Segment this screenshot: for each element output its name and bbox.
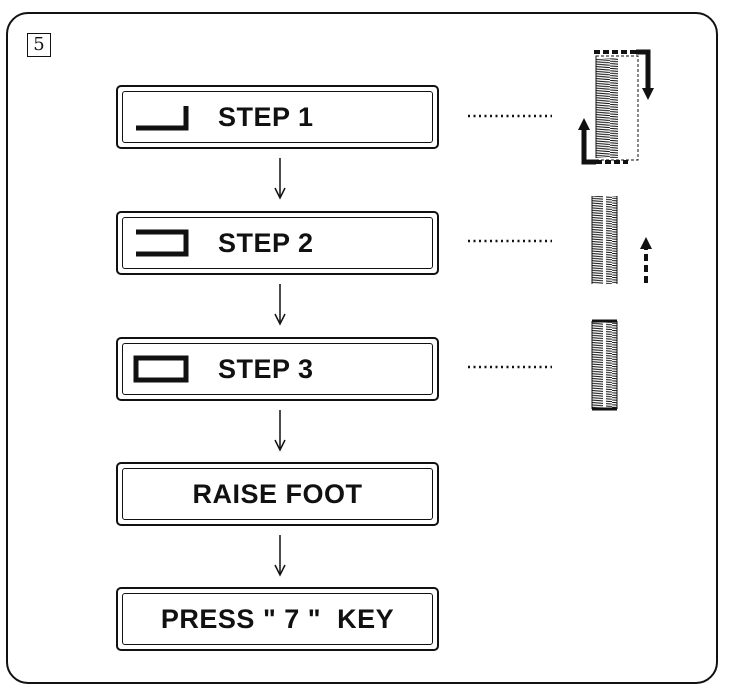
step-number-box: 5 [27, 33, 51, 57]
leader-dots-1 [468, 114, 552, 118]
step3-label: STEP 3 [218, 353, 314, 384]
flow-arrow-3 [274, 410, 286, 452]
flow-arrow-1 [274, 158, 286, 200]
lcd-step2: STEP 2 [116, 211, 439, 275]
leader-dots-2 [468, 239, 552, 243]
buttonhole-step3-icon [133, 355, 189, 383]
buttonhole-step1-icon [136, 106, 189, 131]
stitch-step1-illustration [578, 49, 654, 165]
diagram-frame [6, 12, 718, 684]
stitch-step2-illustration [591, 196, 652, 284]
buttonhole-step2-icon [136, 229, 189, 257]
press-key-label: PRESS " 7 " KEY [160, 603, 395, 634]
lcd-raise-foot: RAISE FOOT [116, 462, 439, 526]
leader-dots-3 [468, 365, 552, 369]
step1-label: STEP 1 [218, 101, 314, 132]
flow-arrow-4 [274, 535, 286, 577]
lcd-step3: STEP 3 [116, 337, 439, 401]
lcd-step1: STEP 1 [116, 85, 439, 149]
step2-label: STEP 2 [218, 227, 314, 258]
raise-foot-label: RAISE FOOT [192, 478, 363, 509]
lcd-press-key: PRESS " 7 " KEY [116, 587, 439, 651]
flow-arrow-2 [274, 284, 286, 326]
stitch-step3-illustration [591, 319, 618, 411]
